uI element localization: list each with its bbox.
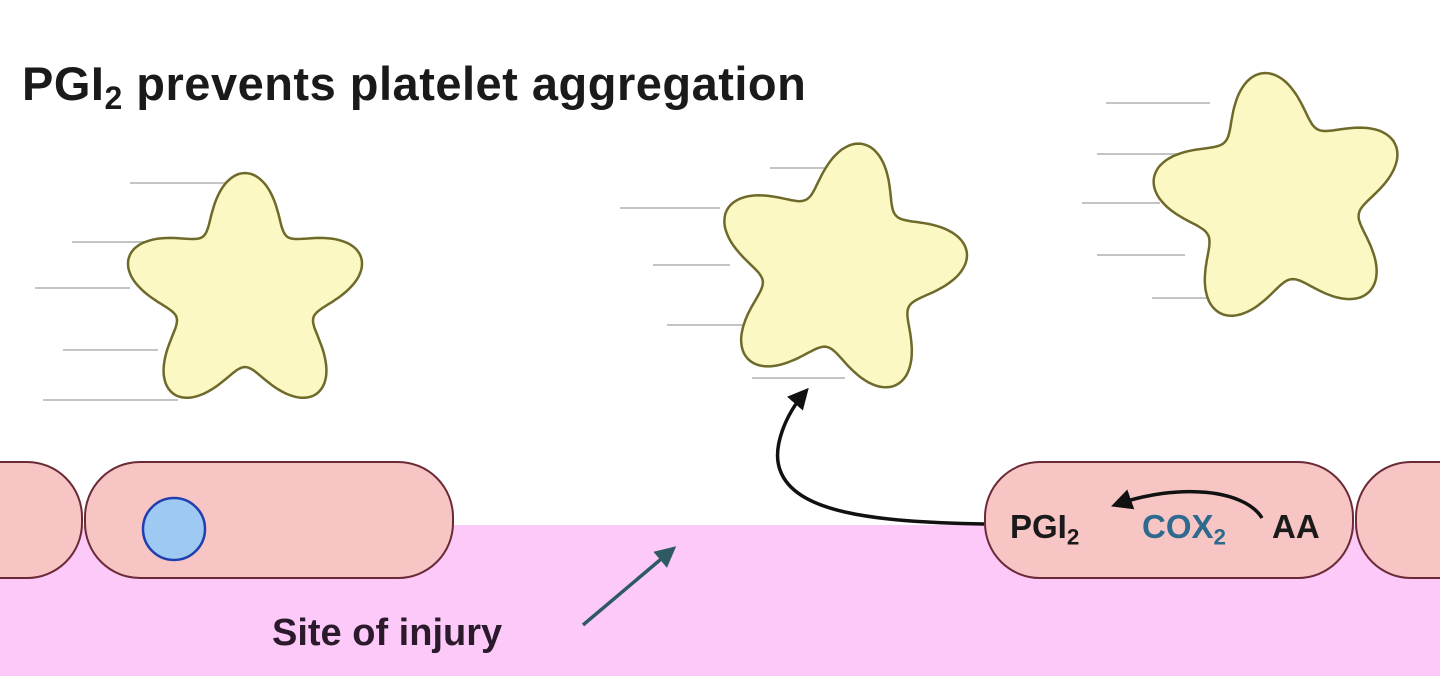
endothelial-cell-left-edge [0, 461, 83, 579]
title-pgi: PGI [22, 57, 105, 110]
cell-nucleus [141, 496, 207, 562]
title-subscript: 2 [104, 79, 123, 116]
endothelial-cell-right-edge [1355, 461, 1440, 579]
endothelial-cell-nucleated [84, 461, 454, 579]
cox2-conversion-arrow [1111, 489, 1264, 519]
platelet-left [126, 171, 364, 400]
motion-lines [35, 102, 1235, 401]
injury-pointer-arrow [581, 546, 677, 627]
diagram-title: PGI2 prevents platelet aggregation [22, 56, 806, 117]
cox-text: COX [1142, 508, 1214, 545]
pgi-subscript: 2 [1066, 524, 1080, 550]
platelet-middle [723, 142, 969, 389]
platelets [126, 71, 1399, 400]
pgi2-release-arrow [775, 387, 985, 526]
cox-subscript: 2 [1213, 524, 1226, 550]
aa-label: AA [1272, 508, 1320, 545]
endothelial-cells [0, 461, 1440, 579]
pgi2-label: PGI2 [1010, 508, 1079, 550]
platelet-right [1152, 71, 1399, 317]
title-rest: prevents platelet aggregation [122, 57, 807, 110]
site-of-injury-label: Site of injury [272, 612, 503, 654]
pgi-text: PGI [1010, 508, 1067, 545]
cox2-label: COX2 [1142, 508, 1226, 550]
endothelial-cell-producing [984, 461, 1354, 579]
